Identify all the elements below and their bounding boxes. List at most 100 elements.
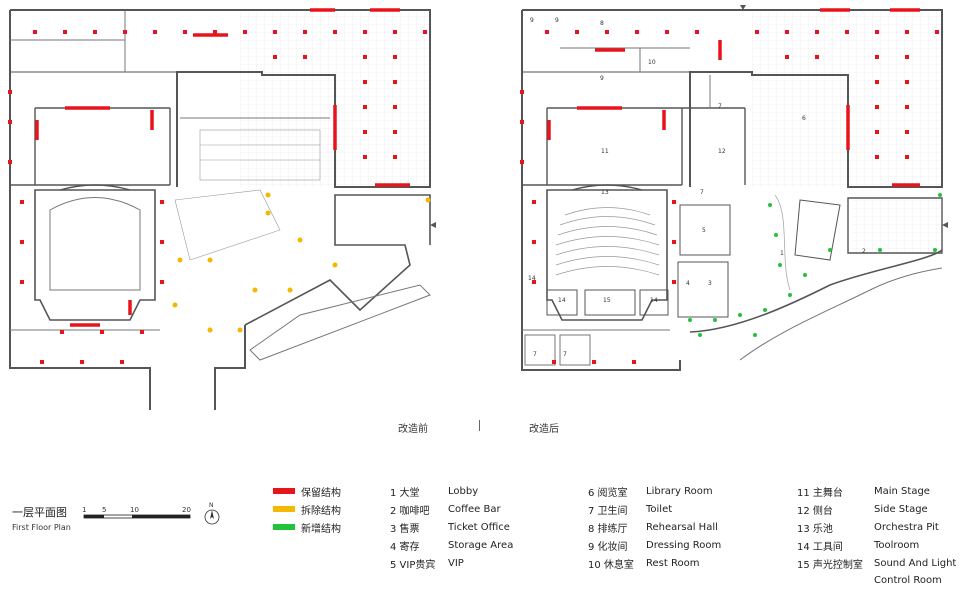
room-cn: 15 声光控制室 — [797, 559, 863, 571]
room-label: 7 — [533, 351, 537, 358]
legend-item-retained: 保留结构 — [273, 482, 341, 500]
legend-item-demolished: 拆除结构 — [273, 500, 341, 518]
room-entry: 1 大堂 Lobby — [390, 482, 513, 500]
floor-plans: 1 2 3 4 5 6 7 7 7 7 8 9 9 9 10 11 12 13 … — [8, 5, 948, 410]
room-en: Rest Room — [646, 557, 700, 569]
scale-label: 1 — [82, 506, 86, 514]
room-label: 13 — [601, 189, 609, 196]
scale-bar: 1 5 10 20 — [82, 506, 191, 519]
room-en-continued: Control Room — [874, 575, 942, 586]
room-entry: 2 咖啡吧 Coffee Bar — [390, 500, 513, 518]
room-label: 8 — [600, 20, 604, 27]
retained-columns-after — [520, 30, 939, 364]
room-cn: 13 乐池 — [797, 523, 833, 535]
retained-walls-after — [547, 8, 920, 187]
room-label: 6 — [802, 115, 806, 122]
room-label: 4 — [686, 280, 690, 287]
room-label: 15 — [603, 297, 611, 304]
room-entry: 13 乐池 Orchestra Pit — [797, 518, 956, 536]
room-label: 5 — [702, 227, 706, 234]
plan-title-cn: 一层平面图 — [12, 506, 67, 519]
room-en: Dressing Room — [646, 539, 722, 551]
auditorium-before — [34, 189, 156, 321]
room-label: 3 — [708, 280, 712, 287]
seating-after — [555, 207, 660, 276]
caption-before: 改造前 — [398, 424, 428, 435]
room-cn: 10 休息室 — [588, 559, 634, 571]
room-en: Library Room — [646, 485, 713, 497]
room-en: VIP — [448, 557, 464, 569]
room-en: Rehearsal Hall — [646, 521, 718, 533]
room-label: 7 — [563, 351, 567, 358]
legend-label: 拆除结构 — [301, 505, 341, 517]
auditorium-after — [546, 189, 668, 321]
structure-legend: 保留结构 拆除结构 新增结构 — [273, 482, 341, 536]
room-label: 1 — [780, 250, 784, 257]
room-cn: 3 售票 — [390, 523, 420, 535]
room-cn: 9 化妆间 — [588, 541, 628, 553]
room-label: 10 — [648, 59, 656, 66]
room-label: 7 — [700, 189, 704, 196]
room-entry: 10 休息室 Rest Room — [588, 554, 721, 572]
entrance-before — [244, 194, 431, 326]
legend-swatch-yellow — [273, 506, 295, 512]
room-label: 12 — [718, 148, 726, 155]
room-cn: 2 咖啡吧 — [390, 505, 430, 517]
room-en: Orchestra Pit — [874, 521, 939, 533]
caption-divider — [479, 420, 480, 431]
room-en: Toilet — [646, 503, 673, 515]
scale-label: 20 — [182, 506, 191, 514]
room-label: 9 — [555, 17, 559, 24]
retained-columns-before — [8, 30, 427, 364]
west-wall-before — [9, 10, 246, 410]
room-cn: 7 卫生间 — [588, 505, 628, 517]
room-entry: 14 工具间 Toolroom — [797, 536, 956, 554]
room-en: Side Stage — [874, 503, 928, 515]
scale-label: 5 — [102, 506, 106, 514]
room-cn: 8 排练厅 — [588, 523, 628, 535]
room-label: 14 — [558, 297, 566, 304]
north-arrow-icon: N — [204, 502, 220, 525]
room-en: Sound And Light — [874, 557, 957, 569]
room-en: Toolroom — [874, 539, 920, 551]
legend-swatch-green — [273, 524, 295, 530]
new-columns-after — [688, 193, 942, 337]
legend-swatch-red — [273, 488, 295, 494]
room-entry: 9 化妆间 Dressing Room — [588, 536, 721, 554]
room-cn: 4 寄存 — [390, 541, 420, 553]
caption-after: 改造后 — [529, 424, 559, 435]
room-cn: 1 大堂 — [390, 487, 420, 499]
room-cn: 14 工具间 — [797, 541, 843, 553]
room-cn: 6 阅览室 — [588, 487, 628, 499]
room-label: 14 — [650, 297, 658, 304]
seating-before — [49, 197, 141, 291]
room-entry: 15 声光控制室 Sound And Light — [797, 554, 956, 572]
room-label: 14 — [528, 275, 536, 282]
room-en: Coffee Bar — [448, 503, 501, 515]
room-en: Lobby — [448, 485, 479, 497]
west-wall-after — [521, 10, 681, 371]
room-label: 7 — [718, 103, 722, 110]
room-entry: 6 阅览室 Library Room — [588, 482, 721, 500]
room-key-col-2: 6 阅览室 Library Room 7 卫生间 Toilet 8 排练厅 Rehea… — [588, 482, 721, 572]
room-entry: 7 卫生间 Toilet — [588, 500, 721, 518]
room-en: Storage Area — [448, 539, 514, 551]
room-label: 2 — [862, 248, 866, 255]
room-label: 11 — [601, 148, 609, 155]
room-entry: 8 排练厅 Rehearsal Hall — [588, 518, 721, 536]
room-label: 9 — [530, 17, 534, 24]
room-label: 9 — [600, 75, 604, 82]
plan-before — [8, 8, 436, 410]
plan-title-en: First Floor Plan — [12, 523, 71, 532]
plan-after: 1 2 3 4 5 6 7 7 7 7 8 9 9 9 10 11 12 13 … — [520, 5, 948, 371]
retained-walls-before — [35, 8, 410, 327]
room-entry: 4 寄存 Storage Area — [390, 536, 513, 554]
scale-label: 10 — [130, 506, 139, 514]
room-en: Main Stage — [874, 485, 930, 497]
legend-item-new: 新增结构 — [273, 518, 341, 536]
